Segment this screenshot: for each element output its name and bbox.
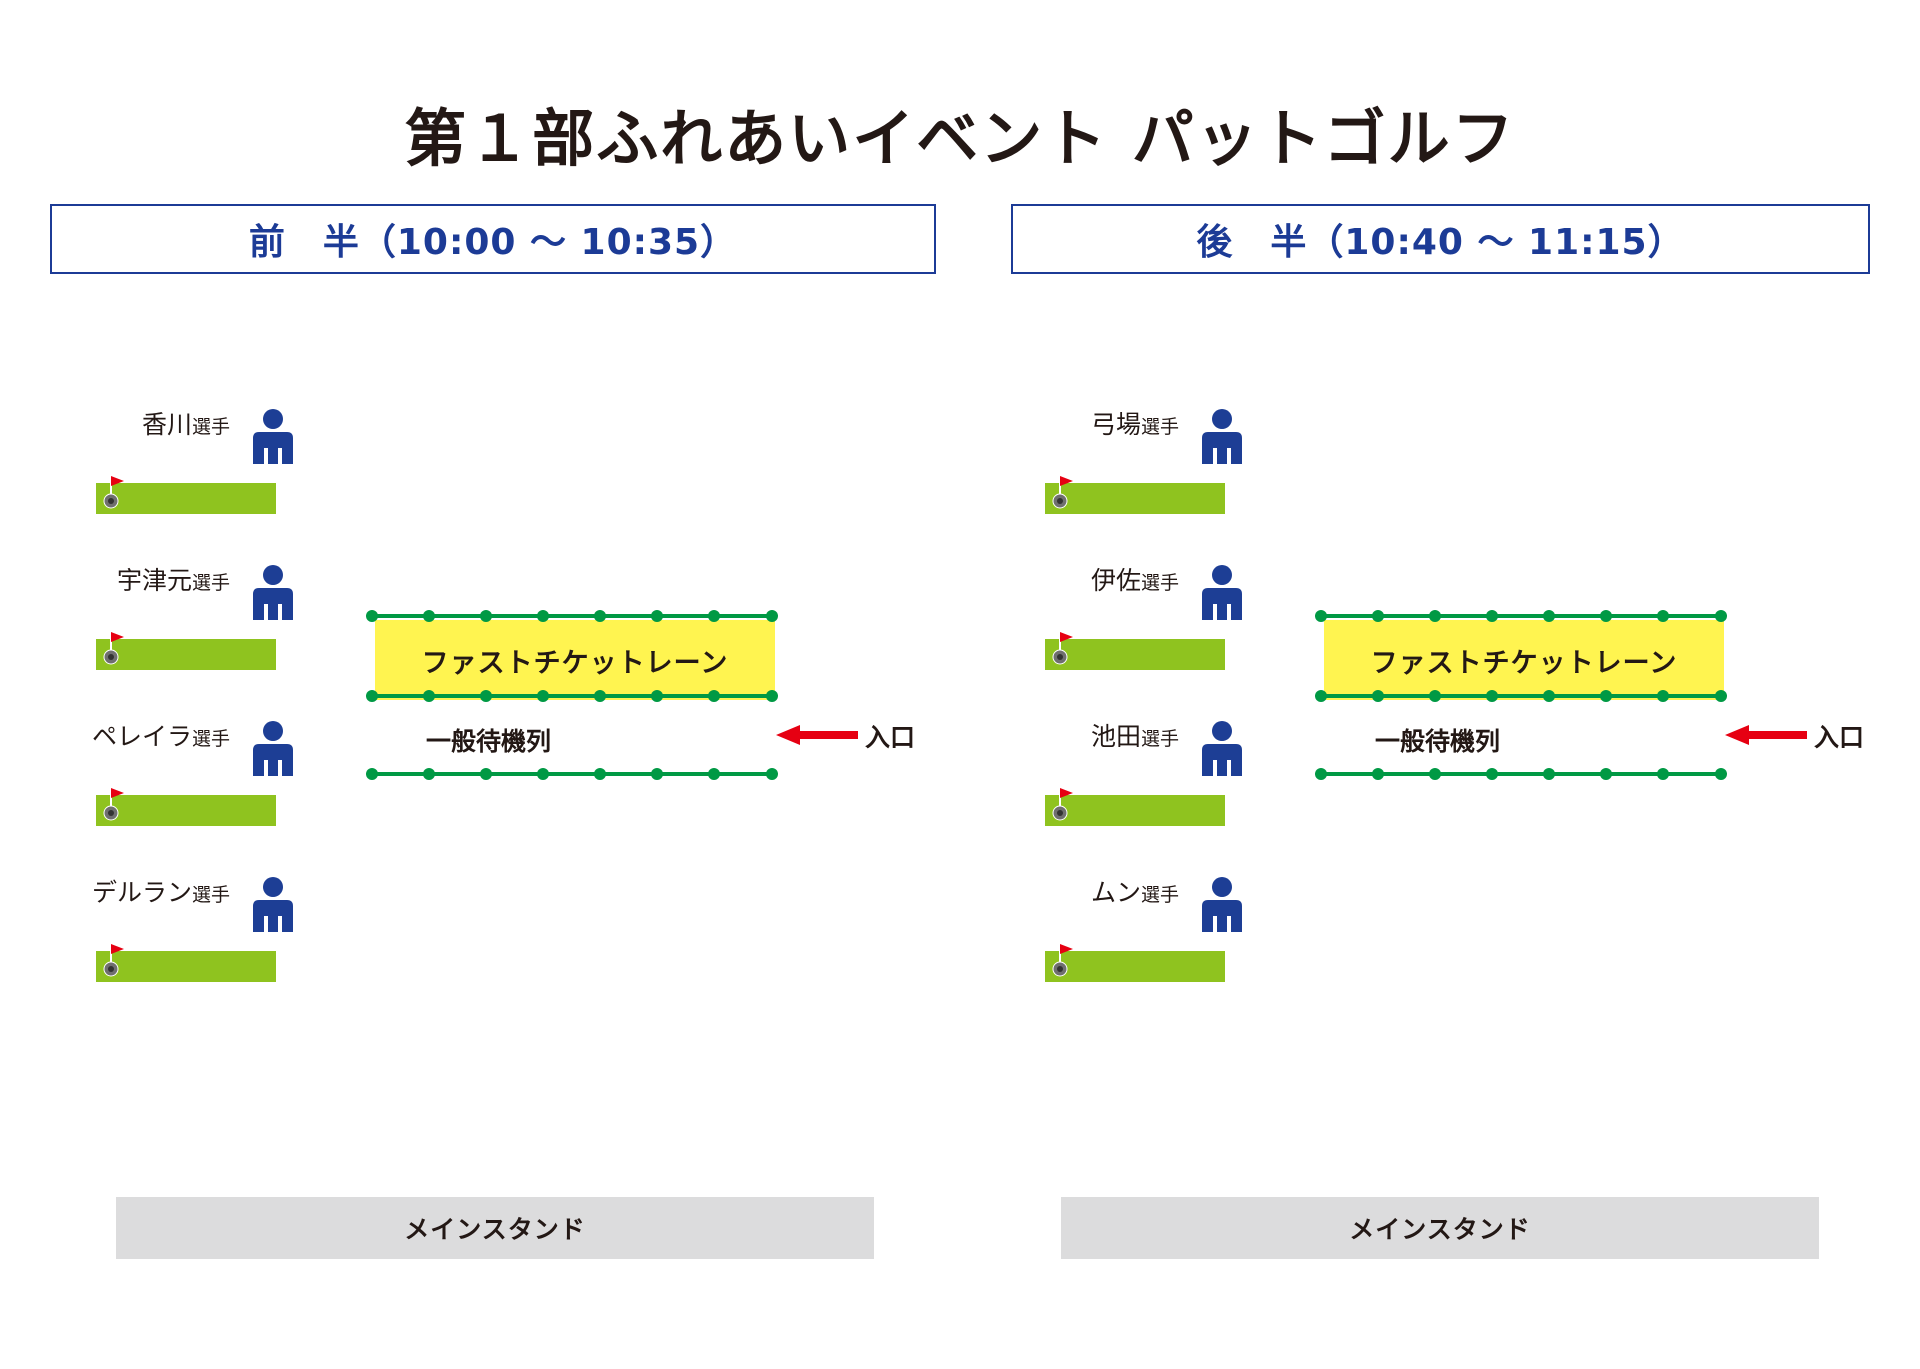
- putting-green: [1045, 795, 1225, 826]
- player-name: ペレイラ選手: [91, 722, 230, 751]
- player-name: 香川選手: [141, 410, 230, 439]
- player-station-2: 宇津元選手: [60, 561, 230, 601]
- second-half-panel: 後 半（10:40 ～ 11:15） 弓場選手 伊佐選手 池田選手 ムン選手 フ…: [949, 0, 1909, 1369]
- rope-middle: [366, 690, 778, 702]
- flag-hole-icon: [1052, 476, 1073, 509]
- entrance-label: 入口: [1814, 723, 1865, 752]
- person-icon: [253, 721, 293, 776]
- putting-green: [96, 639, 276, 670]
- rope-top: [1315, 610, 1727, 622]
- fast-ticket-lane: ファストチケットレーン: [375, 620, 775, 700]
- player-name: 伊佐選手: [1090, 566, 1179, 595]
- player-name: ムン選手: [1090, 878, 1179, 907]
- player-station-2: 伊佐選手: [1009, 561, 1179, 601]
- person-icon: [253, 409, 293, 464]
- rope-middle: [1315, 690, 1727, 702]
- putting-green: [1045, 483, 1225, 514]
- putting-green: [1045, 639, 1225, 670]
- flag-hole-icon: [103, 476, 124, 509]
- flag-hole-icon: [1052, 632, 1073, 665]
- page-title: 第１部ふれあいイベント パットゴルフ: [404, 102, 1516, 175]
- flag-hole-icon: [103, 788, 124, 821]
- general-queue-label: 一般待機列: [426, 727, 552, 756]
- general-queue-label: 一般待機列: [1375, 727, 1501, 756]
- player-station-4: デルラン選手: [60, 873, 230, 913]
- flag-hole-icon: [1052, 944, 1073, 977]
- main-stand: メインスタンド: [116, 1197, 874, 1259]
- putting-green: [96, 951, 276, 982]
- player-name: 宇津元選手: [116, 566, 230, 595]
- player-name: 池田選手: [1090, 722, 1179, 751]
- player-station-1: 香川選手: [60, 405, 230, 445]
- first-half-header: 前 半（10:00 ～ 10:35）: [50, 204, 936, 274]
- putting-green: [96, 795, 276, 826]
- person-icon: [253, 877, 293, 932]
- flag-hole-icon: [103, 632, 124, 665]
- entrance-arrow-icon: [776, 725, 858, 745]
- putting-green: [96, 483, 276, 514]
- first-half-panel: 前 半（10:00 ～ 10:35） 香川選手 宇津元選手 ペレイラ選手 デルラ…: [50, 204, 936, 1259]
- player-station-4: ムン選手: [1009, 873, 1179, 913]
- entrance-arrow-icon: [1725, 725, 1807, 745]
- player-station-3: 池田選手: [1009, 717, 1179, 757]
- player-station-1: 弓場選手: [1009, 405, 1179, 445]
- rope-bottom: [366, 768, 778, 780]
- flag-hole-icon: [1052, 788, 1073, 821]
- person-icon: [253, 565, 293, 620]
- second-half-header: 後 半（10:40 ～ 11:15）: [1011, 204, 1870, 274]
- person-icon: [1202, 565, 1242, 620]
- player-station-3: ペレイラ選手: [60, 717, 230, 757]
- fast-ticket-lane: ファストチケットレーン: [1324, 620, 1724, 700]
- player-name: 弓場選手: [1090, 410, 1179, 439]
- main-stand: メインスタンド: [1061, 1197, 1819, 1259]
- person-icon: [1202, 877, 1242, 932]
- person-icon: [1202, 721, 1242, 776]
- rope-top: [366, 610, 778, 622]
- player-name: デルラン選手: [91, 878, 230, 907]
- flag-hole-icon: [103, 944, 124, 977]
- rope-bottom: [1315, 768, 1727, 780]
- entrance-label: 入口: [865, 723, 916, 752]
- person-icon: [1202, 409, 1242, 464]
- putting-green: [1045, 951, 1225, 982]
